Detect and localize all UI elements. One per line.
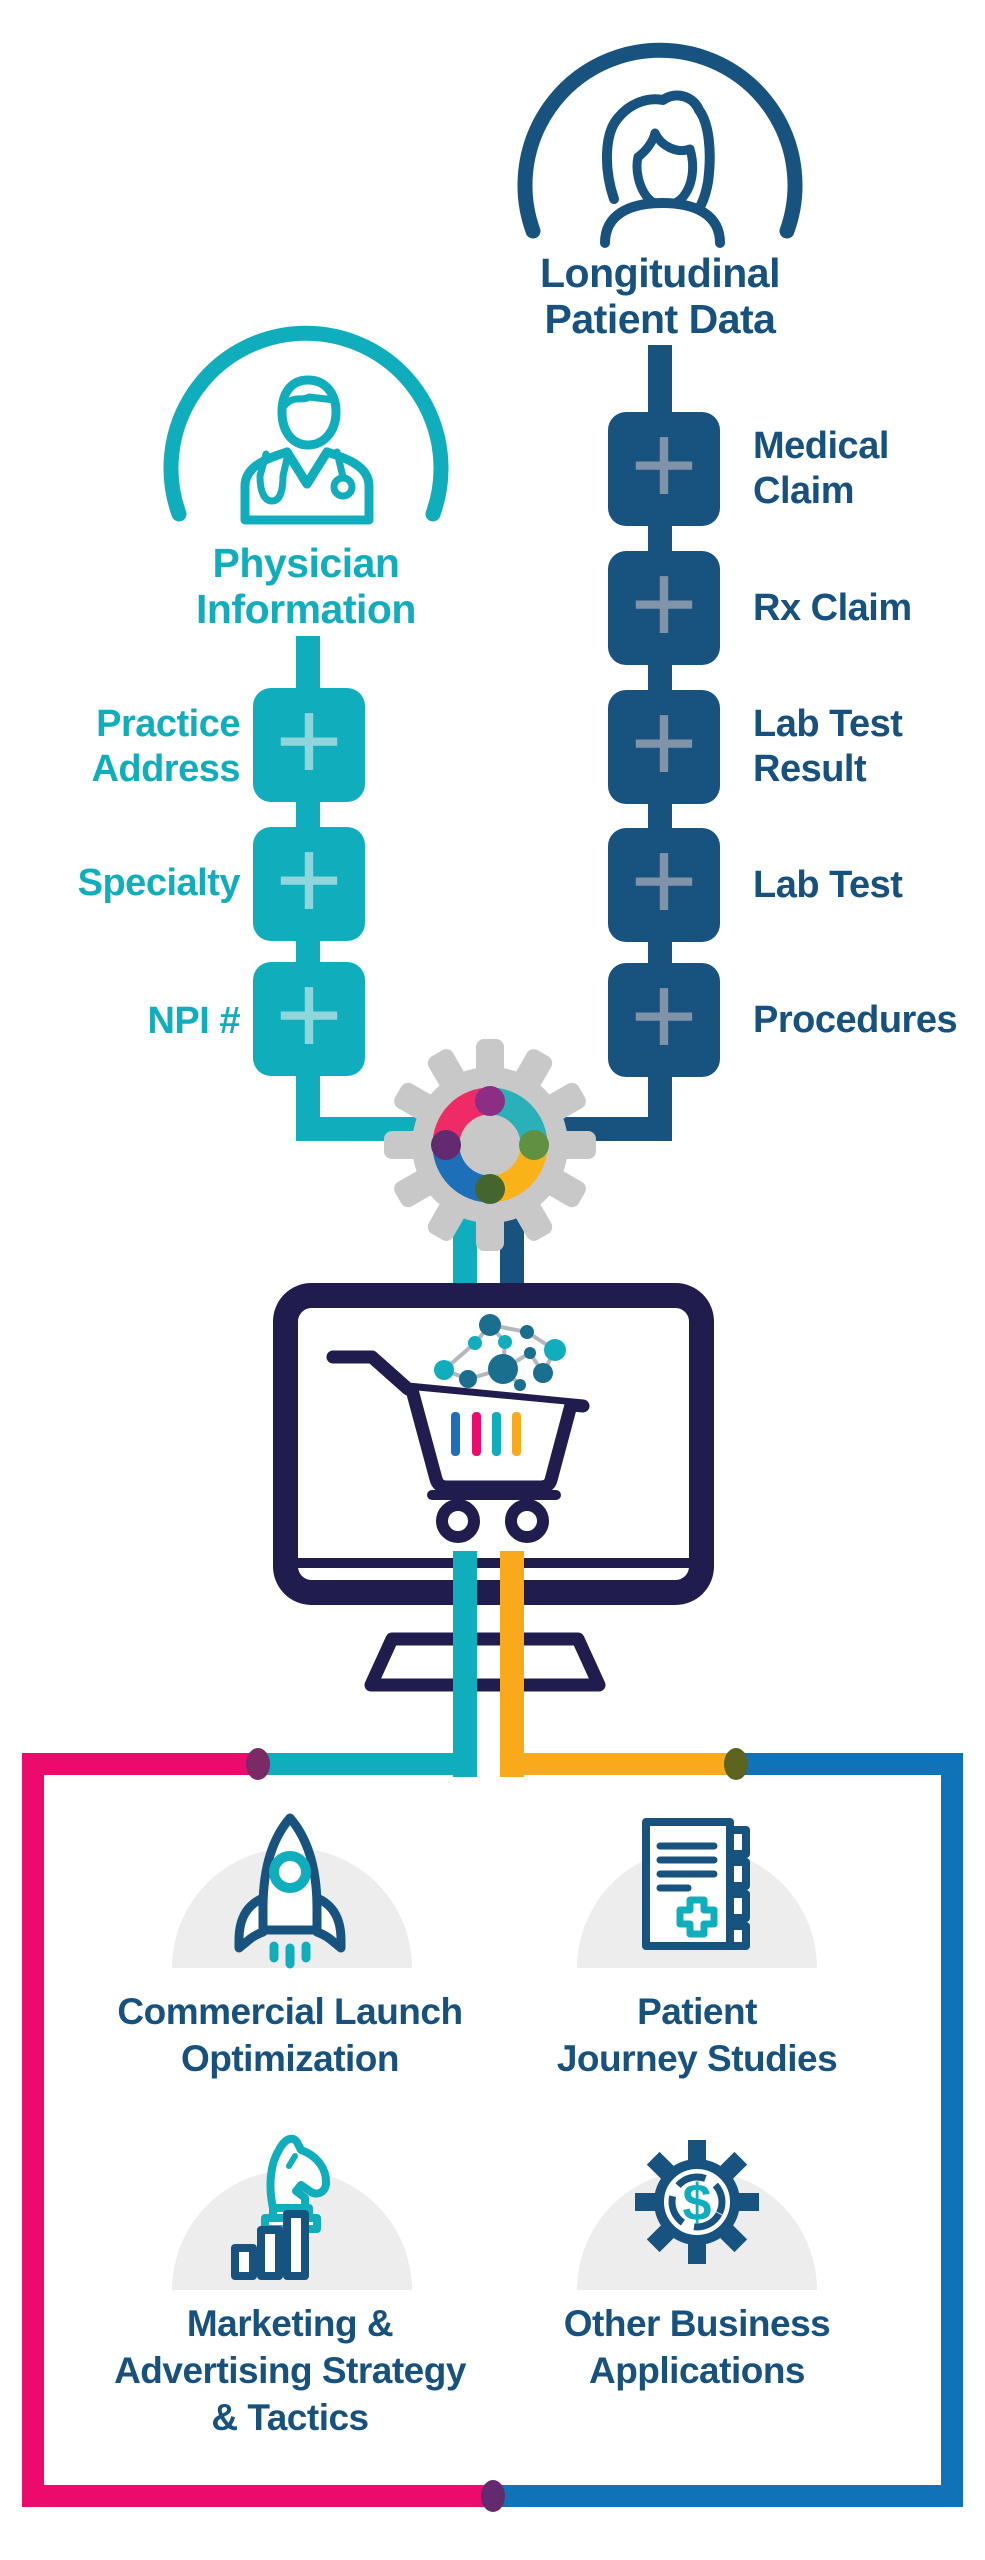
gear-teeth (635, 2140, 759, 2264)
patient-item-label: Lab Test Result (753, 703, 903, 790)
bar-amber (512, 1412, 521, 1456)
junction-dot (481, 2480, 505, 2512)
medical-cross-icon (676, 1896, 718, 1938)
patient-item-label: Rx Claim (753, 587, 912, 629)
plus-box-practice-address: + (253, 682, 365, 802)
patient-title: Longitudinal Patient Data (540, 250, 780, 342)
chess-knight-chart-icon (231, 2134, 331, 2280)
panel-border-top-teal (258, 1753, 477, 1775)
plus-box-lab-test: + (608, 822, 720, 942)
plus-icon: + (275, 675, 343, 805)
plus-icon: + (630, 815, 698, 945)
app-label-patient-journey-studies: Patient Journey Studies (556, 1991, 838, 2079)
rocket-window (269, 1851, 311, 1893)
physician-item-label: Practice Address (91, 703, 240, 790)
plus-box-medical-claim: + (608, 406, 720, 526)
panel-border-top-pink (22, 1753, 258, 1775)
physician-arc (163, 325, 449, 525)
donut-dot-top (475, 1086, 505, 1116)
monitor-stand (364, 1632, 606, 1692)
bar-chart-icon (231, 2210, 309, 2280)
panel-border-bottom-pink (22, 2485, 493, 2507)
journal-text-lines (656, 1842, 718, 1892)
monitor-icon (273, 1283, 714, 1692)
gear-dollar-icon: $ (635, 2140, 759, 2264)
gear-inner-ring (668, 2173, 726, 2231)
plus-box-procedures: + (608, 957, 720, 1077)
panel-border-bottom-blue (493, 2485, 963, 2507)
plus-box-npi: + (253, 956, 365, 1076)
dollar-icon: $ (683, 2174, 712, 2232)
plus-icon: + (630, 538, 698, 668)
plus-box-specialty: + (253, 821, 365, 941)
plus-box-rx-claim: + (608, 545, 720, 665)
journal-icon (642, 1818, 750, 1950)
plus-box-lab-test-result: + (608, 684, 720, 804)
patient-item-label: Medical Claim (753, 425, 889, 512)
app-label-marketing-advertising: Marketing & Advertising Strategy & Tacti… (114, 2303, 466, 2438)
plus-icon: + (630, 677, 698, 807)
patient-arc-stroke (517, 42, 803, 239)
doctor-icon (240, 375, 374, 525)
rocket-icon (234, 1813, 346, 1969)
cart-data-bars (451, 1412, 521, 1456)
physician-arc-stroke (163, 325, 449, 522)
output-line-amber (500, 1551, 524, 1777)
molecule-icon (434, 1314, 566, 1391)
panel-border-right-blue (941, 1753, 963, 2507)
app-label-other-business-applications: Other Business Applications (563, 2303, 831, 2391)
plus-icon: + (630, 950, 698, 1080)
patient-arc (517, 42, 803, 248)
donut-dot-bottom (475, 1174, 505, 1204)
app-label-commercial-launch-optimization: Commercial Launch Optimization (117, 1991, 463, 2079)
rocket-exhaust (269, 1941, 311, 1969)
panel-border-top-blue (736, 1753, 963, 1775)
bar-blue (451, 1412, 460, 1456)
plus-icon: + (275, 949, 343, 1079)
junction-dot (246, 1748, 270, 1780)
bar-teal (492, 1412, 501, 1456)
physician-item-label: Specialty (77, 862, 241, 904)
plus-icon: + (630, 399, 698, 529)
gear-teeth (384, 1039, 596, 1251)
panel-border-top-amber (500, 1753, 736, 1775)
patient-item-label: Lab Test (753, 864, 903, 906)
junction-dot (724, 1748, 748, 1780)
plus-icon: + (275, 814, 343, 944)
woman-patient-icon (600, 90, 725, 248)
output-line-teal (453, 1551, 477, 1777)
physician-title: Physician Information (196, 540, 416, 632)
donut-dot-left (431, 1130, 461, 1160)
bar-pink (472, 1412, 481, 1456)
panel-border-left-pink (22, 1753, 44, 2507)
donut-dot-right (519, 1130, 549, 1160)
physician-item-label: NPI # (147, 1000, 240, 1042)
patient-item-label: Procedures (753, 999, 958, 1041)
process-gear-icon (384, 1039, 596, 1251)
